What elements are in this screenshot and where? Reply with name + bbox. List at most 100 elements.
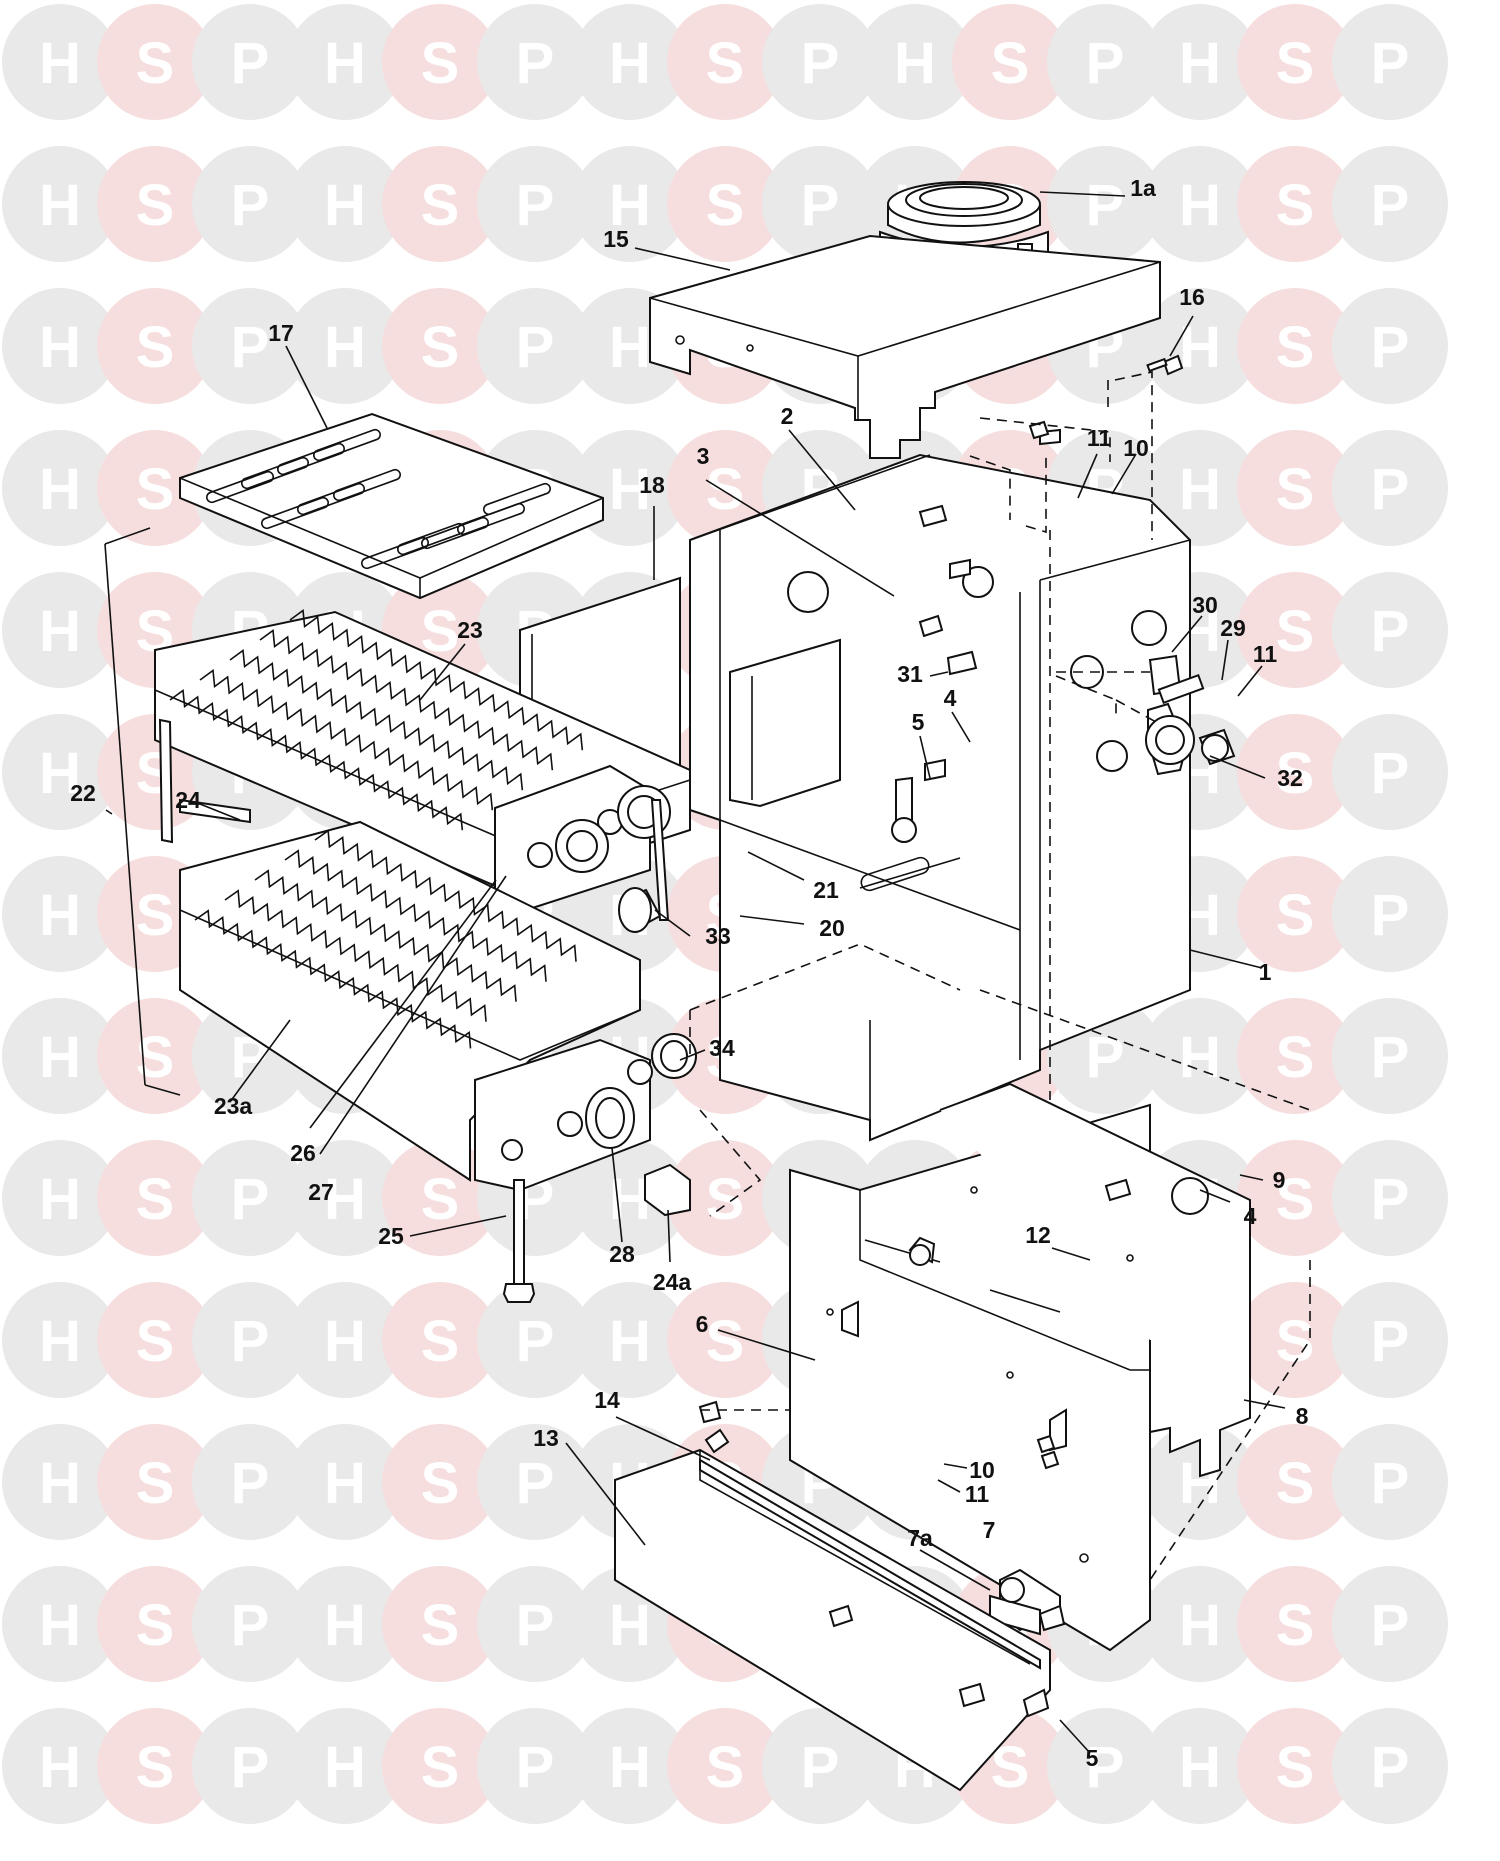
- watermark-circle: [287, 146, 403, 262]
- watermark-letter: S: [1276, 457, 1315, 522]
- watermark-circle: [2, 288, 118, 404]
- watermark-letter: P: [231, 1735, 270, 1800]
- watermark-letter: P: [1371, 1025, 1410, 1090]
- watermark-circle: [192, 146, 308, 262]
- callout-11-right: 11: [1253, 641, 1278, 667]
- watermark-circle: [1332, 1282, 1448, 1398]
- watermark-letter: S: [421, 315, 460, 380]
- callout-labels: 1a 15 16 17 2 3 18 11 10 22 23 30 29 11 …: [70, 175, 1308, 1771]
- watermark-circle: [1237, 430, 1353, 546]
- watermark-circle: [192, 1566, 308, 1682]
- watermark-letter: H: [609, 31, 651, 96]
- watermark-circle: [287, 1708, 403, 1824]
- watermark-letter: P: [516, 1451, 555, 1516]
- watermark-letter: P: [516, 173, 555, 238]
- watermark-letter: H: [1179, 457, 1221, 522]
- callout-7a: 7a: [907, 1525, 933, 1551]
- watermark-letter: S: [136, 883, 175, 948]
- watermark-circle: [477, 1424, 593, 1540]
- watermark-letter: S: [421, 1593, 460, 1658]
- watermark-letter: H: [324, 173, 366, 238]
- callout-4-lower: 4: [1244, 1203, 1257, 1229]
- watermark-circle: [1332, 998, 1448, 1114]
- callout-31: 31: [897, 661, 923, 687]
- callout-1: 1: [1259, 959, 1272, 985]
- watermark-circle: [1237, 998, 1353, 1114]
- watermark-circle: [1332, 714, 1448, 830]
- watermark-circle: [287, 4, 403, 120]
- watermark-circle: [667, 1282, 783, 1398]
- watermark-letter: H: [39, 1593, 81, 1658]
- watermark-letter: P: [516, 315, 555, 380]
- watermark-letter: H: [609, 173, 651, 238]
- watermark-letter: P: [1371, 1309, 1410, 1374]
- watermark-circle: [477, 1282, 593, 1398]
- watermark-letter: P: [1371, 883, 1410, 948]
- watermark-circle: [1332, 1140, 1448, 1256]
- watermark-circle: [97, 1566, 213, 1682]
- watermark-letter: H: [39, 315, 81, 380]
- callout-17: 17: [268, 320, 294, 346]
- watermark-letter: P: [231, 1167, 270, 1232]
- watermark-letter: S: [1276, 741, 1315, 806]
- watermark-circle: [382, 1566, 498, 1682]
- watermark-circle: [572, 4, 688, 120]
- watermark-circle: [382, 1424, 498, 1540]
- watermark-letter: S: [1276, 1025, 1315, 1090]
- watermark-circle: [1332, 4, 1448, 120]
- watermark-circle: [1237, 1566, 1353, 1682]
- watermark-letter: S: [1276, 883, 1315, 948]
- watermark-circle: [1332, 1708, 1448, 1824]
- callout-11-top: 11: [1087, 425, 1112, 451]
- watermark-circle: [287, 1282, 403, 1398]
- watermark-letter: S: [136, 1735, 175, 1800]
- callout-29: 29: [1220, 615, 1246, 641]
- watermark-letter: H: [609, 457, 651, 522]
- watermark-circle: [762, 4, 878, 120]
- callout-28: 28: [609, 1241, 635, 1267]
- watermark-letter: H: [324, 1593, 366, 1658]
- callout-12: 12: [1025, 1222, 1051, 1248]
- callout-21: 21: [813, 877, 839, 903]
- callout-7: 7: [983, 1517, 996, 1543]
- watermark-circle: [2, 146, 118, 262]
- watermark-letter: S: [136, 1451, 175, 1516]
- watermark-circle: [1332, 430, 1448, 546]
- watermark-circle: [857, 4, 973, 120]
- watermark-letter: H: [324, 1735, 366, 1800]
- callout-13: 13: [533, 1425, 559, 1451]
- fin-rows-upper: [169, 608, 584, 831]
- callout-23: 23: [457, 617, 483, 643]
- watermark-circle: [97, 288, 213, 404]
- watermark-circle: [287, 1424, 403, 1540]
- watermark-circle: [667, 1140, 783, 1256]
- watermark-letter: S: [136, 1593, 175, 1658]
- watermark-circle: [2, 572, 118, 688]
- watermark-circle: [192, 288, 308, 404]
- assembly-lines: [689, 371, 1311, 1581]
- watermark-circle: [1237, 146, 1353, 262]
- watermark-letter: H: [1179, 173, 1221, 238]
- callout-18: 18: [639, 472, 665, 498]
- watermark-circle: [572, 1282, 688, 1398]
- callout-23a: 23a: [214, 1093, 253, 1119]
- watermark-letter: H: [1179, 31, 1221, 96]
- watermark-letter: S: [1276, 173, 1315, 238]
- watermark-circle: [192, 1424, 308, 1540]
- watermark-letter: H: [324, 1309, 366, 1374]
- watermark-letter: H: [39, 1309, 81, 1374]
- watermark-circle: [192, 1140, 308, 1256]
- watermark-circle: [382, 288, 498, 404]
- callout-4-upper: 4: [944, 685, 957, 711]
- watermark-circle: [1237, 714, 1353, 830]
- watermark-circle: [382, 1282, 498, 1398]
- watermark-letter: S: [706, 1167, 745, 1232]
- watermark-letter: H: [39, 31, 81, 96]
- fasteners: [698, 354, 1236, 1718]
- watermark-circle: [1332, 1566, 1448, 1682]
- heat-exchanger-upper: [154, 608, 691, 914]
- watermark-circle: [1332, 288, 1448, 404]
- watermark-circle: [1142, 1708, 1258, 1824]
- watermark-letter: H: [39, 1167, 81, 1232]
